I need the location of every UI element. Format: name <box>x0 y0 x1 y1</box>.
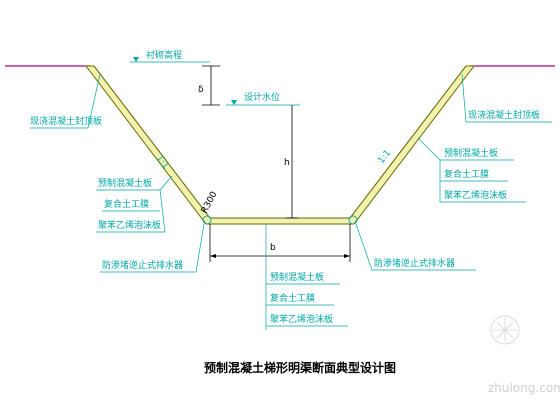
drain-marker-left <box>202 215 212 225</box>
svg-text:防渗堵逆止式排水器: 防渗堵逆止式排水器 <box>102 259 183 271</box>
design-water-level-label: 设计水位 <box>244 91 280 103</box>
svg-text:复合土工膜: 复合土工膜 <box>270 292 315 304</box>
svg-text:复合土工膜: 复合土工膜 <box>444 168 489 180</box>
svg-text:现浇混凝土封顶板: 现浇混凝土封顶板 <box>30 115 102 127</box>
callout-right-layers: 预制混凝土板 复合土工膜 聚苯乙烯泡沫板 <box>417 137 526 203</box>
radius-label: R300 <box>200 190 220 216</box>
lining-top-elevation-marker: 衬砌高程 <box>130 49 210 63</box>
watermark-text: zhulong.com <box>488 381 560 395</box>
dimension-bottom-width: b <box>209 224 351 262</box>
drain-marker-right <box>348 215 358 225</box>
svg-text:防渗堵逆止式排水器: 防渗堵逆止式排水器 <box>374 257 455 269</box>
svg-text:聚苯乙烯泡沫板: 聚苯乙烯泡沫板 <box>444 189 507 201</box>
watermark: zhulong.com <box>488 315 560 395</box>
design-water-level-marker: 设计水位 <box>226 91 300 106</box>
dim-width-label: b <box>270 243 276 253</box>
dim-height-label: h <box>284 158 290 168</box>
callout-bottom-layers: 预制混凝土板 复合土工膜 聚苯乙烯泡沫板 <box>265 224 348 330</box>
svg-text:复合土工膜: 复合土工膜 <box>104 198 149 210</box>
slope-label-right: 1:1 <box>376 148 393 166</box>
diagram-title: 预制混凝土梯形明渠断面典型设计图 <box>204 360 396 375</box>
callout-drain-right: 防渗堵逆止式排水器 <box>355 223 476 271</box>
svg-text:预制混凝土板: 预制混凝土板 <box>98 177 152 189</box>
svg-text:聚苯乙烯泡沫板: 聚苯乙烯泡沫板 <box>98 219 161 231</box>
dim-top-label: δ <box>198 85 204 95</box>
watermark-logo-icon <box>490 315 520 345</box>
lining-inner-edge <box>93 65 467 219</box>
svg-text:预制混凝土板: 预制混凝土板 <box>444 147 498 159</box>
callout-left-layers: 预制混凝土板 复合土工膜 聚苯乙烯泡沫板 <box>96 175 173 233</box>
svg-text:现浇混凝土封顶板: 现浇混凝土封顶板 <box>468 109 540 121</box>
svg-text:聚苯乙烯泡沫板: 聚苯乙烯泡沫板 <box>270 313 333 325</box>
svg-text:预制混凝土板: 预制混凝土板 <box>270 271 324 283</box>
callout-drain-left: 防渗堵逆止式排水器 <box>100 223 205 273</box>
dimension-water-height: h <box>284 105 298 219</box>
callout-cast-cap-right: 现浇混凝土封顶板 <box>461 73 552 123</box>
lining-top-elevation-label: 衬砌高程 <box>146 49 182 61</box>
dimension-top-thickness: δ <box>198 65 220 106</box>
callout-cast-cap-left: 现浇混凝土封顶板 <box>30 73 102 129</box>
